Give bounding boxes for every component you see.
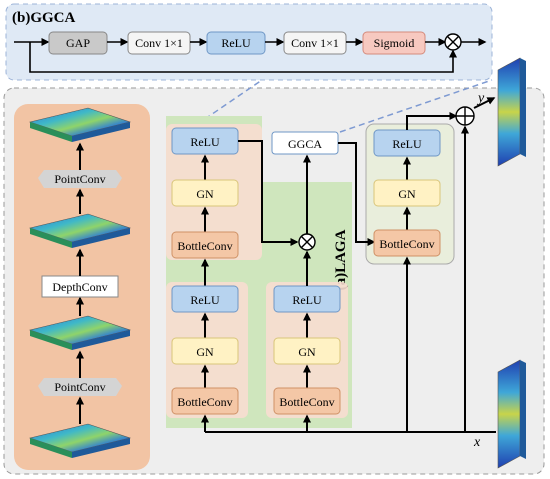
bottleconv-block-right [373, 229, 441, 257]
conv2-block [283, 31, 347, 55]
gn-block-upper [171, 179, 239, 207]
input-feature-map [497, 359, 526, 469]
zoom-line-right [339, 79, 493, 133]
ggca-title: (b)GGCA [12, 10, 76, 26]
add-to-output-arrow [473, 97, 496, 109]
gn-block-lower-right [273, 337, 341, 365]
feature-map-3 [28, 213, 132, 248]
feature-map-1 [28, 423, 132, 458]
relu-label-lower-left: ReLU [190, 293, 220, 307]
bottleconv-block-upper [171, 231, 239, 259]
gap-block [48, 31, 108, 55]
conv2-label: Conv 1×1 [291, 36, 339, 50]
bottleconv-block-lower-right [273, 387, 341, 415]
ggca-to-right-branch-arrow [338, 142, 376, 246]
pointconv-block-top [38, 170, 122, 188]
pointconv-label-top: PointConv [54, 172, 105, 186]
gn-label-lower-right: GN [298, 345, 316, 359]
depthconv-label: DepthConv [52, 280, 107, 294]
ggca-pipeline: GAP Conv 1×1 ReLU Conv 1×1 Sigmoid [14, 31, 487, 73]
feature-map-4 [28, 107, 132, 142]
input-label: x [473, 435, 481, 450]
feature-map-2 [28, 315, 132, 350]
bottleconv-label-lower-left: BottleConv [177, 395, 232, 409]
output-label: y [476, 91, 485, 106]
ggca-skip-arrow [29, 42, 457, 73]
pointconv-label-bottom: PointConv [54, 380, 105, 394]
upper-to-multiply-arrow [238, 140, 299, 246]
laga-title: (a)LAGA [333, 229, 349, 290]
gn-block-lower-left [171, 337, 239, 365]
ggca-block-label: GGCA [288, 137, 322, 151]
gap-label: GAP [66, 36, 90, 50]
bottleconv-label-right: BottleConv [379, 237, 434, 251]
bottleconv-label-upper: BottleConv [177, 239, 232, 253]
relu-label-ggca: ReLU [221, 36, 251, 50]
sigmoid-block [362, 31, 426, 55]
gn-label-upper: GN [196, 187, 214, 201]
right-branch-to-add-arrow [406, 112, 458, 130]
relu-label-upper: ReLU [190, 135, 220, 149]
output-feature-map [497, 57, 526, 167]
conv1-block [127, 31, 191, 55]
gn-label-lower-left: GN [196, 345, 214, 359]
pointconv-block-bottom [38, 378, 122, 396]
sigmoid-label: Sigmoid [374, 36, 415, 50]
gn-block-right [373, 179, 441, 207]
zoom-line-left [179, 79, 263, 137]
relu-block-lower-left [171, 285, 239, 313]
conv1-label: Conv 1×1 [135, 36, 183, 50]
relu-block-ggca [206, 31, 266, 55]
gn-label-right: GN [398, 187, 416, 201]
relu-label-right: ReLU [392, 137, 422, 151]
bottleconv-block-lower-left [171, 387, 239, 415]
bottleconv-label-lower-right: BottleConv [279, 395, 334, 409]
relu-label-lower-right: ReLU [292, 293, 322, 307]
